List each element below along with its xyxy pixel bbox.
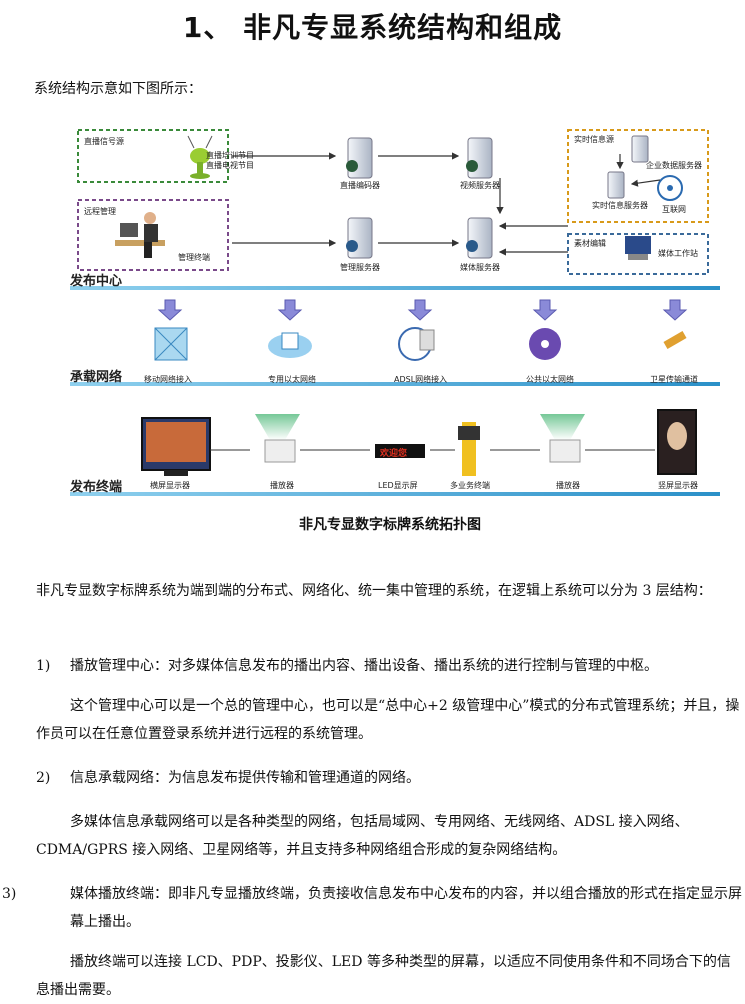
network-label-4: 卫星传输通道: [650, 375, 698, 384]
diagram-caption: 非凡专显数字标牌系统拓扑图: [299, 517, 481, 533]
list-item-3: 3) 媒体播放终端：即非凡专显播放终端，负责接收信息发布中心发布的内容，并以组合播…: [2, 880, 744, 936]
terminal-landscape-label: 横屏显示器: [150, 481, 190, 490]
network-label-1: 专用以太网络: [268, 375, 316, 384]
list-item-2-number: 2): [36, 770, 51, 786]
terminal-portrait-label: 竖屏显示器: [658, 481, 698, 490]
list-item-1-text: 播放管理中心：对多媒体信息发布的播出内容、播出设备、播出系统的进行控制与管理的中…: [70, 658, 658, 674]
mgmt-server-label: 管理服务器: [340, 263, 380, 272]
list-item-3-text: 媒体播放终端：即非凡专显播放终端，负责接收信息发布中心发布的内容，并以组合播放的…: [70, 886, 742, 930]
terminal-led-label: LED显示屏: [378, 481, 418, 490]
section-publish: 发布中心: [70, 274, 123, 289]
topology-diagram: 发布中心 承载网络 发布终端 直播信号源 直播培训节目 直播电视节目 直播编码器…: [60, 118, 720, 546]
page-heading: 1、 非凡专显系统结构和组成: [182, 11, 563, 44]
network-icons: [154, 327, 687, 361]
paragraph-1: 非凡专显数字标牌系统为端到端的分布式、网络化、统一集中管理的系统，在逻辑上系统可…: [36, 577, 744, 605]
live-source-box: [77, 129, 229, 183]
section-carrier: 承载网络: [70, 370, 123, 385]
network-label-2: ADSL网络接入: [394, 375, 448, 384]
server-icons: [346, 135, 683, 260]
material-box: [567, 233, 709, 275]
network-label-0: 移动网络接入: [144, 375, 192, 384]
list-item-2: 2) 信息承载网络：为信息发布提供传输和管理通道的网络。: [36, 764, 744, 792]
operator-icon: [115, 212, 165, 258]
realtime-server-label: 实时信息服务器: [592, 201, 648, 210]
terminal-band: [70, 492, 720, 496]
realtime-box: [567, 129, 709, 223]
intro-text: 系统结构示意如下图所示：: [34, 81, 202, 97]
antenna-icon: [187, 135, 213, 179]
terminal-multi-label: 多业务终端: [450, 481, 490, 490]
remote-mgmt-box: [77, 199, 229, 271]
material-edit-label: 素材编辑: [574, 239, 606, 248]
terminal-player1-label: 播放器: [270, 481, 294, 490]
live-encoder-label: 直播编码器: [340, 181, 380, 190]
media-workstation-label: 媒体工作站: [658, 249, 698, 258]
enterprise-db-label: 企业数据服务器: [646, 161, 702, 170]
diagram-graphics: [70, 129, 720, 496]
terminal-player2-label: 播放器: [556, 481, 580, 490]
section-terminal: 发布终端: [70, 480, 123, 495]
led-screen-text: 欢迎您: [380, 449, 408, 459]
remote-mgmt-label: 远程管理: [84, 207, 116, 216]
paragraph-3: 多媒体信息承载网络可以是各种类型的网络，包括局域网、专用网络、无线网络、ADSL…: [36, 814, 689, 858]
live-program-label: 直播培训节目: [206, 151, 254, 160]
publish-band: [70, 286, 720, 290]
carrier-band: [70, 382, 720, 386]
paragraph-2: 这个管理中心可以是一个总的管理中心，也可以是“总中心+2 级管理中心”模式的分布…: [36, 698, 740, 742]
list-item-1: 1) 播放管理中心：对多媒体信息发布的播出内容、播出设备、播出系统的进行控制与管理…: [36, 652, 744, 680]
internet-label: 互联网: [662, 205, 686, 214]
paragraph-1-text: 非凡专显数字标牌系统为端到端的分布式、网络化、统一集中管理的系统，在逻辑上系统可…: [36, 583, 712, 599]
flow-arrows: [232, 152, 661, 256]
list-item-3-number: 3): [2, 886, 17, 902]
tv-program-label: 直播电视节目: [206, 161, 254, 170]
media-server-label: 媒体服务器: [460, 263, 500, 272]
terminal-icons: [141, 409, 697, 476]
video-server-label: 视频服务器: [460, 181, 500, 190]
paragraph-4: 播放终端可以连接 LCD、PDP、投影仪、LED 等多种类型的屏幕，以适应不同使…: [36, 954, 731, 998]
realtime-source-label: 实时信息源: [574, 135, 614, 144]
list-item-1-number: 1): [36, 658, 51, 674]
mgmt-terminal-label: 管理终端: [178, 253, 210, 262]
live-source-label: 直播信号源: [84, 137, 124, 146]
network-label-3: 公共以太网络: [526, 375, 574, 384]
list-item-2-text: 信息承载网络：为信息发布提供传输和管理通道的网络。: [70, 770, 420, 786]
down-arrows: [157, 299, 688, 321]
